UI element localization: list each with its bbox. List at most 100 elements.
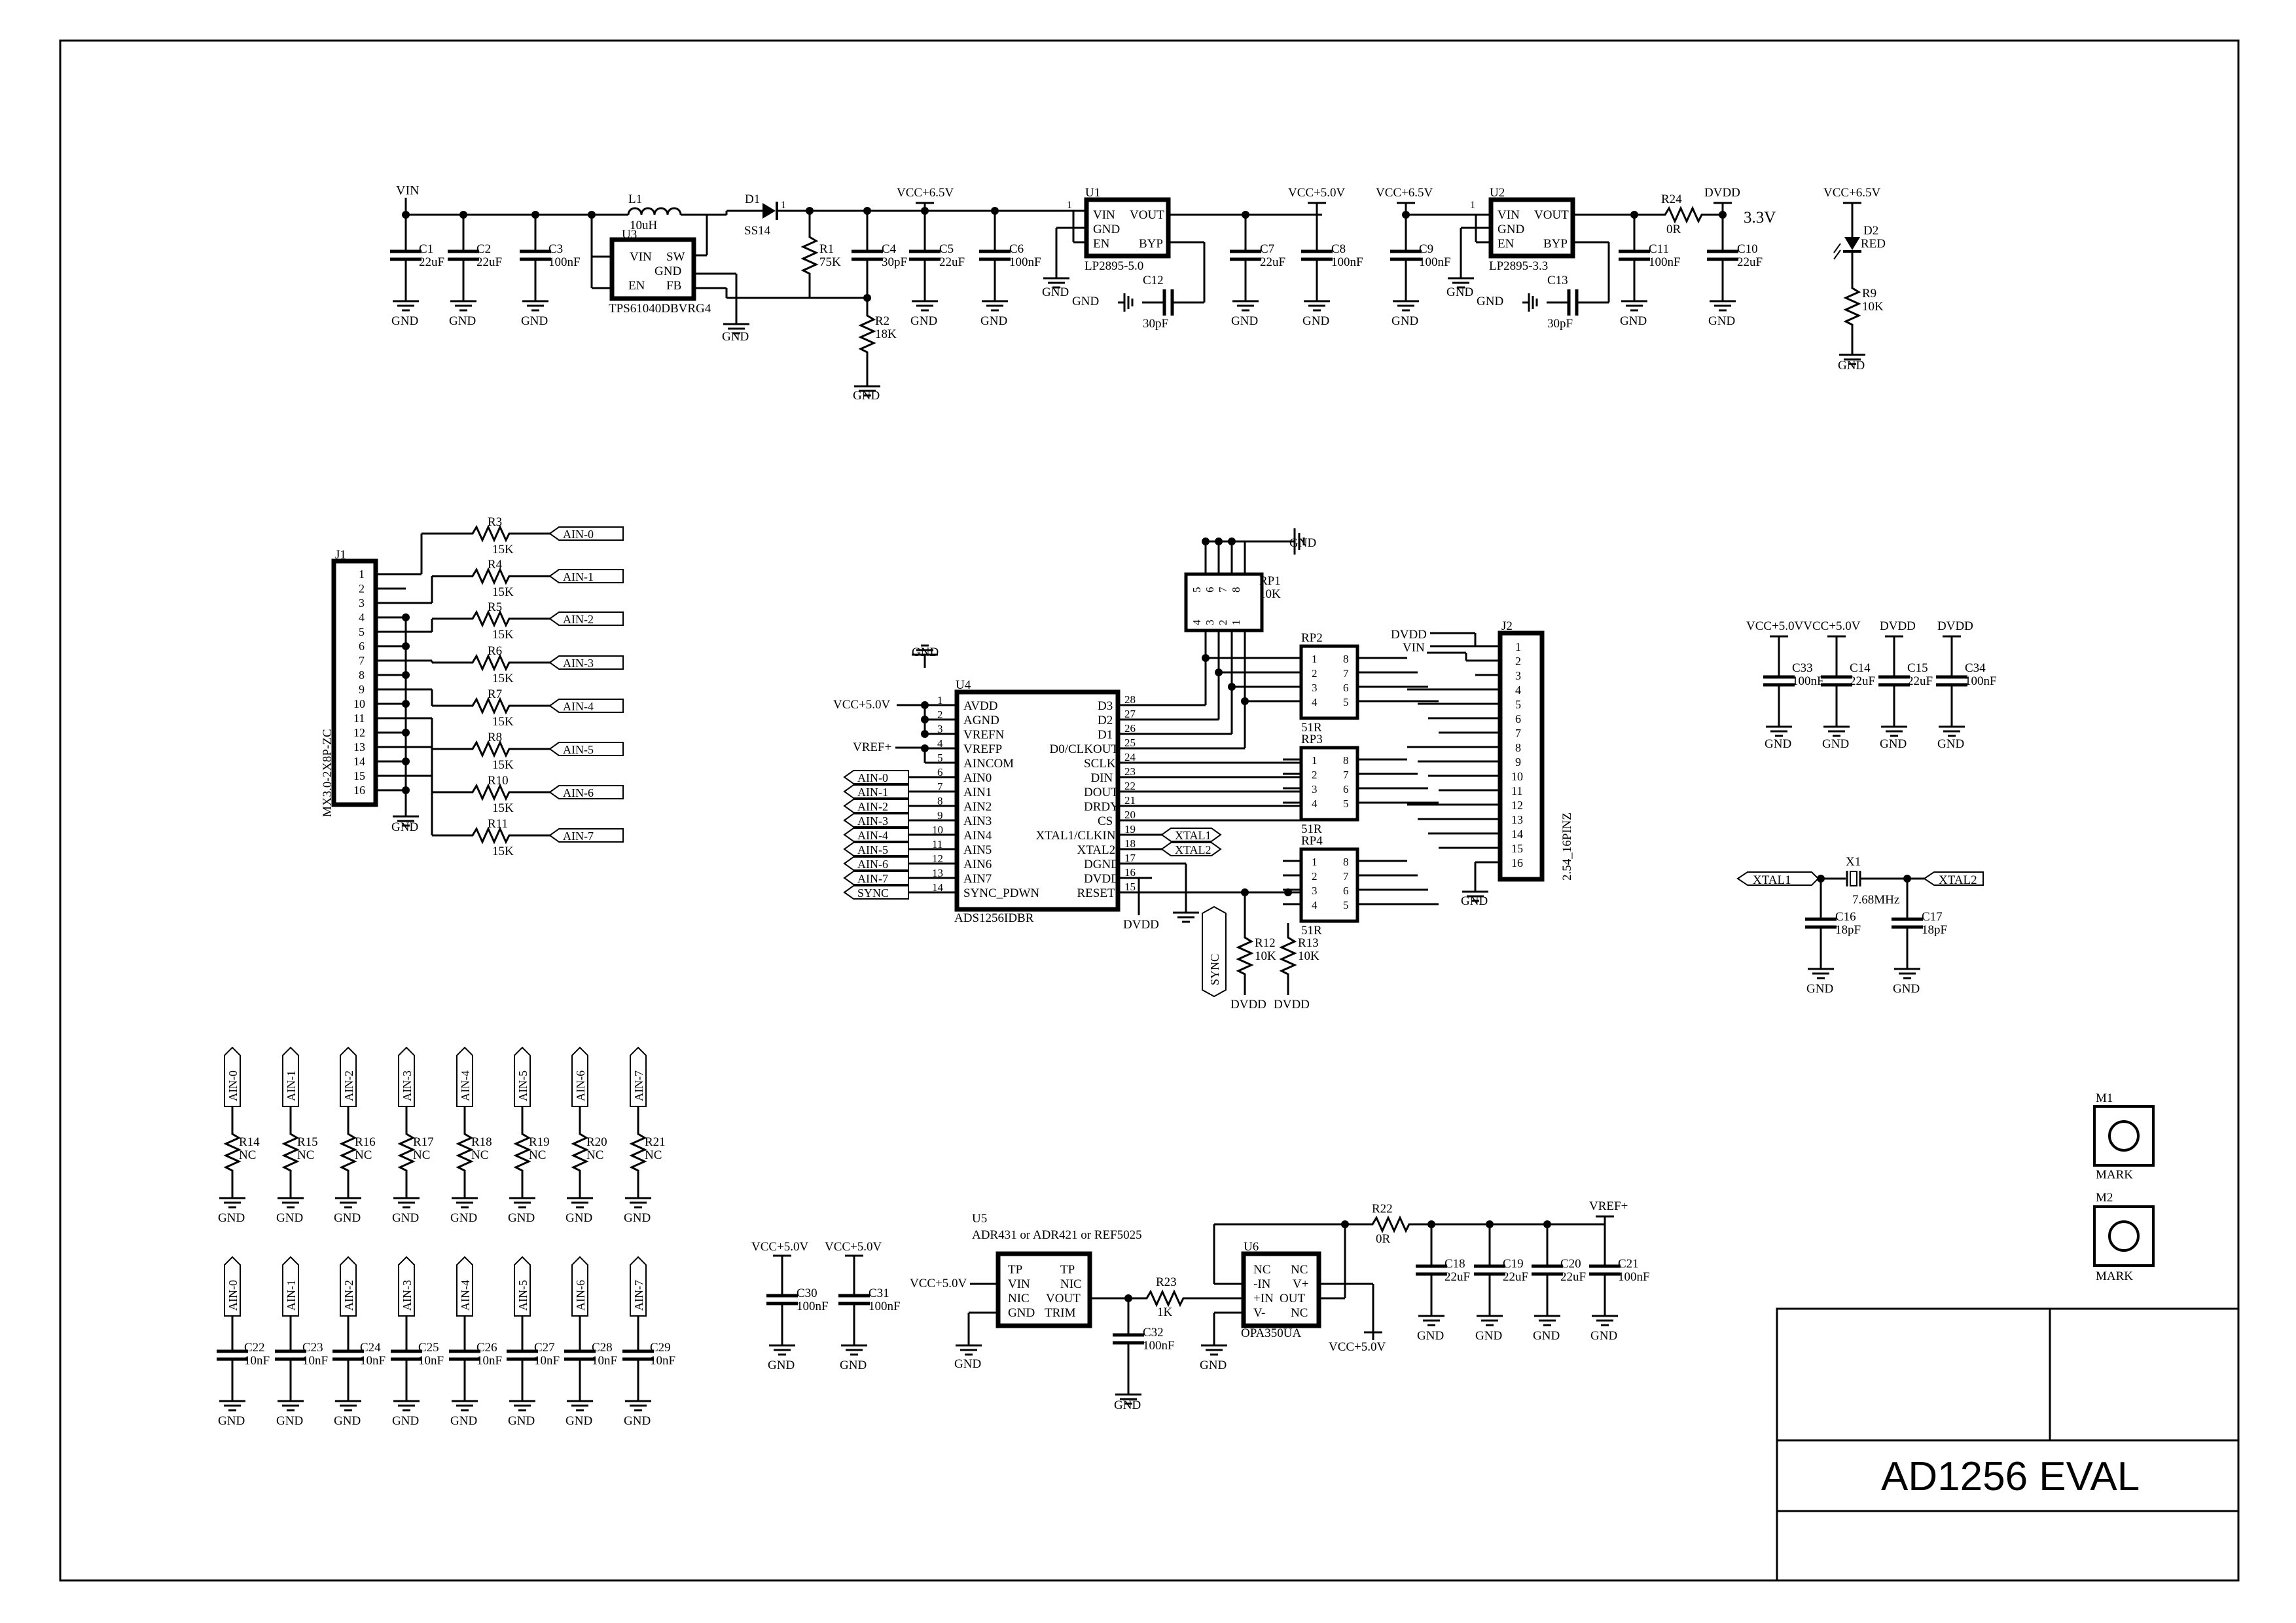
j2-pin-5: 5 — [1515, 698, 1521, 711]
svg-text:DVDD: DVDD — [1274, 998, 1310, 1012]
svg-text:R9: R9 — [1862, 287, 1876, 301]
svg-text:1: 1 — [937, 694, 943, 706]
svg-text:R20: R20 — [586, 1135, 607, 1149]
svg-text:GND: GND — [218, 1211, 245, 1225]
svg-text:10: 10 — [932, 824, 943, 836]
svg-text:1: 1 — [1312, 653, 1318, 665]
u4-pin-drdy: DRDY — [1084, 800, 1119, 814]
net-tag — [843, 885, 909, 900]
svg-text:100nF: 100nF — [1792, 674, 1824, 688]
svg-text:18pF: 18pF — [1922, 923, 1947, 937]
svg-text:GND: GND — [1765, 737, 1791, 751]
svg-text:22uF: 22uF — [939, 255, 965, 269]
svg-text:9: 9 — [937, 809, 943, 822]
svg-text:VCC+5.0V: VCC+5.0V — [910, 1277, 967, 1290]
svg-text:EN: EN — [1093, 237, 1110, 251]
svg-text:GND: GND — [1231, 314, 1258, 328]
svg-text:GND: GND — [1042, 285, 1069, 299]
svg-text:AIN-4: AIN-4 — [459, 1070, 472, 1101]
svg-text:4: 4 — [1312, 696, 1318, 708]
svg-text:MARK: MARK — [2096, 1168, 2133, 1182]
svg-text:R6: R6 — [488, 644, 502, 658]
net-tag — [548, 828, 624, 843]
svg-text:C18: C18 — [1444, 1257, 1465, 1271]
svg-text:VOUT: VOUT — [1534, 208, 1569, 222]
svg-text:SS14: SS14 — [744, 224, 771, 238]
svg-text:10nF: 10nF — [650, 1354, 675, 1368]
svg-text:18: 18 — [1124, 837, 1136, 850]
svg-text:2: 2 — [1217, 620, 1229, 626]
svg-text:DVDD: DVDD — [1391, 628, 1427, 642]
svg-text:10nF: 10nF — [418, 1354, 444, 1368]
svg-text:GND: GND — [334, 1414, 361, 1428]
svg-text:C13: C13 — [1547, 274, 1568, 287]
svg-text:C8: C8 — [1331, 242, 1346, 256]
svg-text:1: 1 — [1470, 200, 1475, 211]
svg-text:17: 17 — [1124, 852, 1136, 864]
svg-text:D2: D2 — [1863, 224, 1878, 238]
svg-text:C24: C24 — [360, 1341, 381, 1355]
svg-text:VCC+5.0V: VCC+5.0V — [751, 1240, 809, 1254]
svg-text:15K: 15K — [492, 585, 514, 599]
svg-text:C2: C2 — [476, 242, 491, 256]
svg-text:30pF: 30pF — [1547, 317, 1573, 331]
svg-text:U2: U2 — [1490, 186, 1505, 200]
u4-pin-d2: D2 — [1098, 714, 1113, 727]
svg-text:C19: C19 — [1503, 1257, 1524, 1271]
j1-pin-15: 15 — [353, 769, 365, 782]
net-tag — [843, 871, 909, 885]
svg-text:GND: GND — [1620, 314, 1647, 328]
svg-text:C9: C9 — [1419, 242, 1433, 256]
svg-text:0R: 0R — [1376, 1232, 1391, 1246]
svg-text:GND: GND — [508, 1414, 535, 1428]
j1-pin-16: 16 — [353, 784, 365, 797]
j1-pin-2: 2 — [359, 582, 365, 595]
svg-text:GND: GND — [1093, 223, 1120, 236]
svg-text:51R: 51R — [1301, 721, 1322, 735]
svg-text:15K: 15K — [492, 758, 514, 772]
svg-text:C34: C34 — [1965, 661, 1986, 675]
j2-header: J2 2.54_16PINZ DVDD VIN GND 123456789101… — [1391, 619, 1574, 908]
svg-text:6: 6 — [1204, 587, 1216, 593]
ain-filter-array: AIN-0R14NCGNDAIN-1R15NCGNDAIN-2R16NCGNDA… — [217, 1046, 675, 1428]
svg-text:15K: 15K — [492, 845, 514, 858]
svg-text:VCC+6.5V: VCC+6.5V — [897, 186, 954, 200]
decoupling-group: VCC+5.0VVCC+5.0V DVDD DVDD C33100nFGNDC1… — [1746, 619, 1997, 751]
svg-text:24: 24 — [1124, 751, 1136, 763]
net-tag — [843, 784, 909, 799]
svg-text:C31: C31 — [869, 1286, 889, 1300]
svg-text:0R: 0R — [1666, 223, 1681, 236]
u4-pin-d3: D3 — [1098, 699, 1113, 713]
j1-pin-7: 7 — [359, 654, 365, 667]
svg-text:15K: 15K — [492, 628, 514, 642]
svg-text:RP2: RP2 — [1301, 631, 1323, 645]
svg-text:MARK: MARK — [2096, 1269, 2133, 1283]
svg-text:EN: EN — [628, 279, 645, 293]
svg-text:11: 11 — [932, 838, 942, 850]
j2-pin-15: 15 — [1511, 842, 1523, 855]
svg-text:U5: U5 — [972, 1212, 987, 1226]
svg-text:4: 4 — [1312, 899, 1318, 911]
svg-text:27: 27 — [1124, 708, 1136, 720]
svg-text:C7: C7 — [1260, 242, 1274, 256]
svg-text:15: 15 — [1124, 881, 1136, 893]
svg-text:2: 2 — [937, 708, 943, 721]
svg-text:GND: GND — [624, 1211, 651, 1225]
svg-text:15K: 15K — [492, 715, 514, 729]
svg-text:VIN: VIN — [630, 250, 652, 264]
svg-text:R2: R2 — [875, 314, 889, 328]
u4-pin-din: DIN — [1091, 771, 1113, 785]
svg-text:5: 5 — [1343, 797, 1349, 810]
net-tag — [548, 785, 624, 799]
svg-text:R12: R12 — [1255, 936, 1276, 950]
svg-text:R4: R4 — [488, 558, 503, 572]
svg-text:BYP: BYP — [1543, 237, 1568, 251]
svg-text:22uF: 22uF — [1850, 674, 1875, 688]
u4-pin-xtal1-clkin: XTAL1/CLKIN — [1036, 829, 1116, 843]
rail-3v3-label: 3.3V — [1744, 209, 1776, 227]
svg-text:GND: GND — [1806, 982, 1833, 996]
j1-input-connector: J1 MX3.0-2X8P-ZC 12345678910111213141516… — [321, 515, 624, 858]
svg-text:C27: C27 — [534, 1341, 555, 1355]
svg-text:GND: GND — [391, 314, 418, 328]
